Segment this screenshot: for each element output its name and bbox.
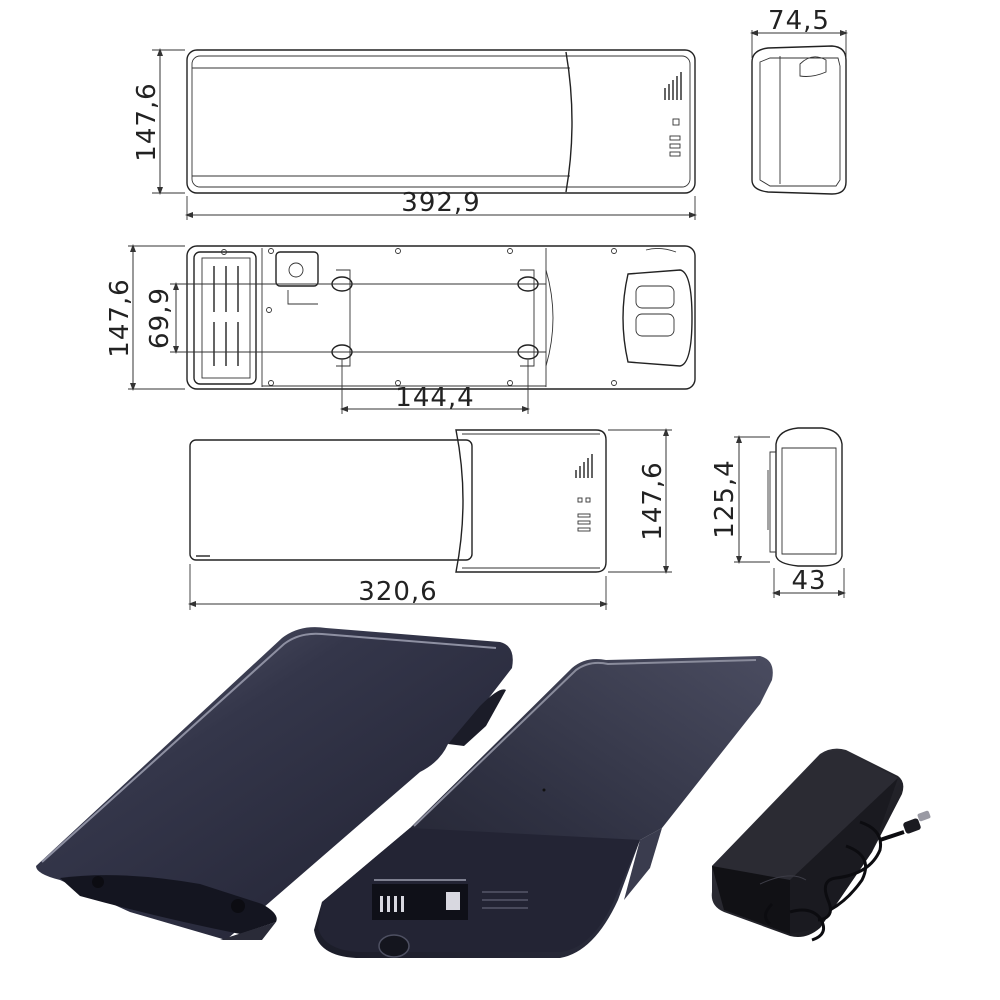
side-view-width-label: 74,5 xyxy=(768,6,830,36)
mount-spacing-label: 69,9 xyxy=(145,287,175,349)
battery-level-icon xyxy=(380,892,460,912)
side-view-bottom: 125,4 43 xyxy=(710,427,846,598)
bottom-view-height-label: 147,6 xyxy=(105,278,135,357)
top-view-length-label: 392,9 xyxy=(401,188,480,218)
battery-level-icon xyxy=(575,454,593,478)
side-view-bottom-width-label: 43 xyxy=(791,566,826,596)
power-button-icon xyxy=(378,934,410,958)
top-view-height-label: 147,6 xyxy=(132,82,162,161)
mount-length-label: 144,4 xyxy=(395,383,474,413)
bottom-view: 147,6 69,9 144,4 xyxy=(105,244,696,414)
dc-plug-icon xyxy=(903,810,931,834)
battery-housing-photo xyxy=(36,627,513,940)
side-view-height-label: 125,4 xyxy=(710,459,740,538)
cell-pack-length-label: 320,6 xyxy=(358,577,437,607)
side-view-top: 74,5 xyxy=(750,6,848,195)
cell-pack-view: 147,6 320,6 xyxy=(188,428,672,610)
charger-photo xyxy=(711,748,931,942)
battery-pack-photo xyxy=(314,656,773,958)
cell-pack-height-label: 147,6 xyxy=(638,461,668,540)
battery-level-icon xyxy=(664,72,682,100)
top-view: 147,6 392,9 xyxy=(132,48,697,220)
